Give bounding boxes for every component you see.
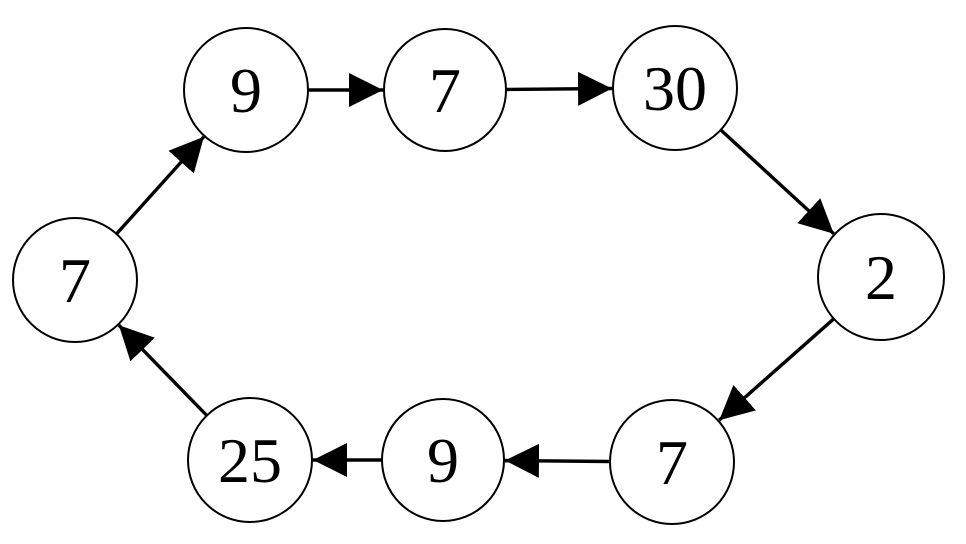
graph-node-n4: 2 (817, 213, 945, 341)
graph-node-n5: 7 (609, 399, 735, 525)
graph-node-n3: 30 (612, 25, 738, 151)
edge-arrow-n4-n5 (718, 317, 835, 422)
node-circle (183, 27, 309, 153)
node-circle (381, 398, 505, 522)
node-label: 7 (656, 427, 688, 498)
node-label: 30 (643, 53, 707, 124)
edge-arrow-n3-n4 (719, 128, 835, 235)
node-circle (609, 399, 735, 525)
graph-node-n2: 7 (383, 28, 507, 152)
node-label: 9 (427, 425, 459, 496)
edge-arrow-n7-n8 (117, 324, 209, 417)
node-label: 9 (230, 55, 262, 126)
node-label: 2 (865, 242, 897, 313)
edge-arrow-n5-n6 (504, 443, 611, 478)
node-circle (187, 397, 313, 523)
edge-arrow-n2-n3 (505, 71, 613, 106)
graph-node-n6: 9 (381, 398, 505, 522)
node-circle (12, 217, 138, 343)
edge-arrow-n8-n1 (115, 135, 206, 236)
graph-node-n8: 7 (12, 217, 138, 343)
node-label: 7 (429, 55, 461, 126)
node-circle (612, 25, 738, 151)
node-label: 25 (218, 425, 282, 496)
node-circle (817, 213, 945, 341)
graph-node-n7: 25 (187, 397, 313, 523)
graph-node-n1: 9 (183, 27, 309, 153)
node-label: 7 (59, 245, 91, 316)
node-circle (383, 28, 507, 152)
